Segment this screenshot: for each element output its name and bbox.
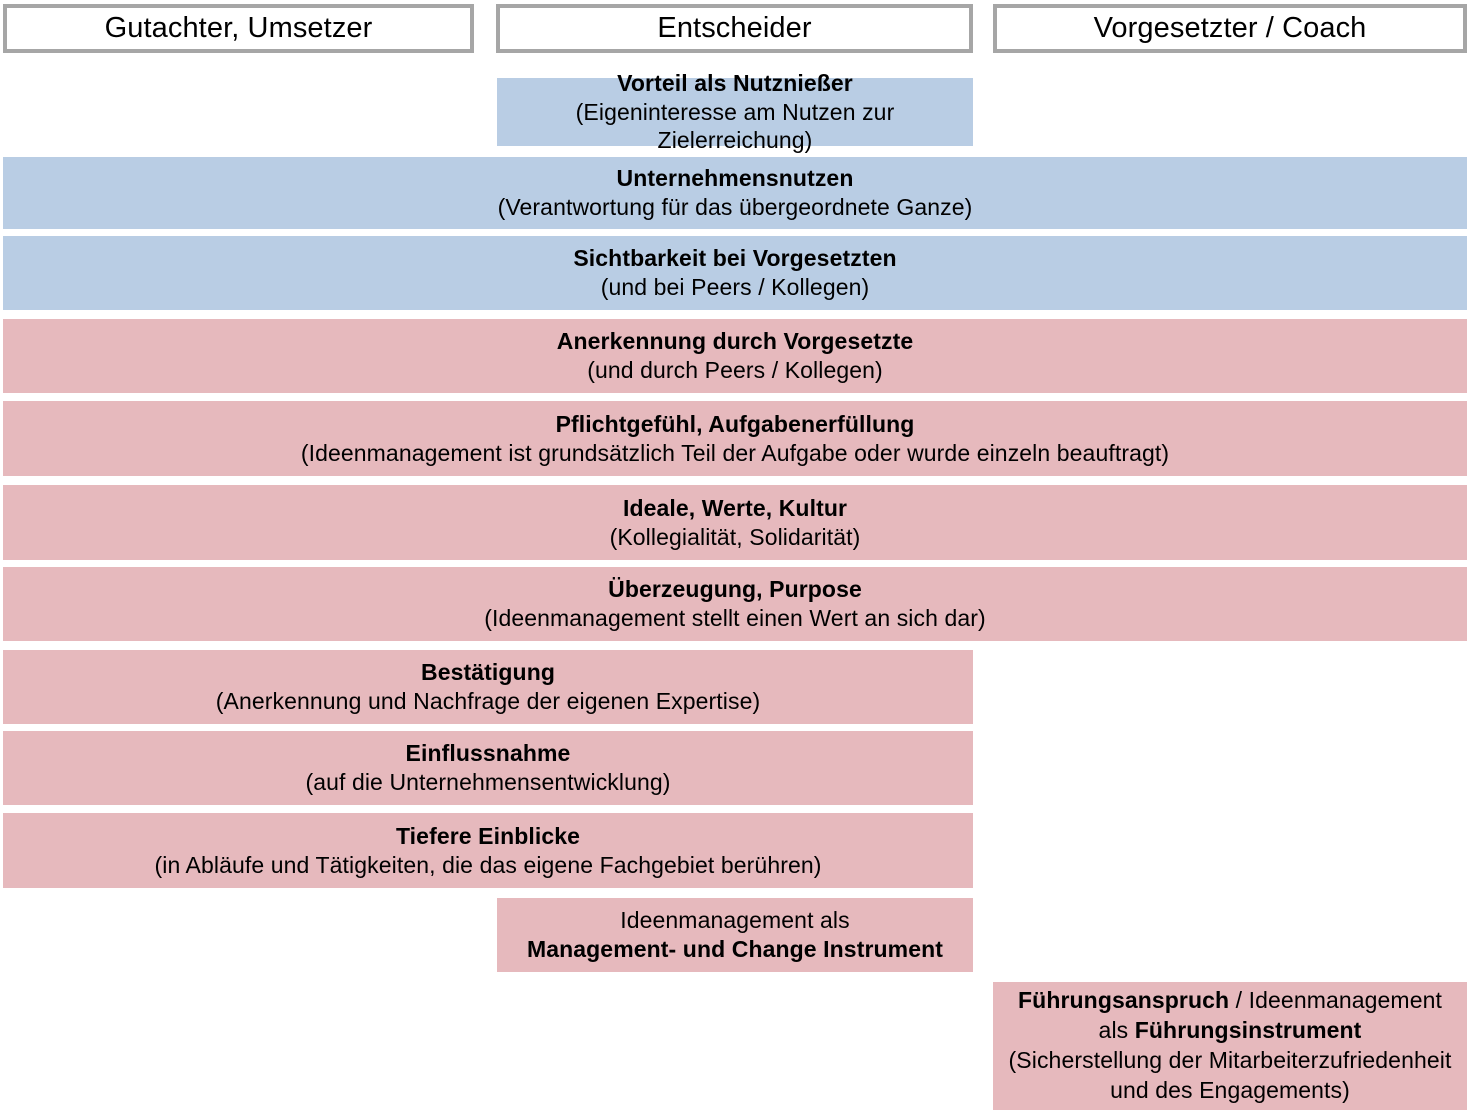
row-line-3: (Sicherstellung der Mitarbeiterzufrieden… — [1008, 1047, 1452, 1073]
row-subtitle: (auf die Unternehmensentwicklung) — [305, 769, 671, 795]
row-ideenmanagement-als-management-und-change-instrument: Ideenmanagement als Management- und Chan… — [497, 898, 973, 972]
row-einflussnahme: Einflussnahme (auf die Unternehmensentwi… — [3, 731, 973, 805]
row-ueberzeugung-purpose: Überzeugung, Purpose (Ideenmanagement st… — [3, 567, 1467, 641]
row-subtitle: (Kollegialität, Solidarität) — [609, 523, 861, 550]
row-title: Vorteil als Nutznießer — [617, 69, 853, 96]
row-line-4: und des Engagements) — [1110, 1076, 1350, 1103]
row-sichtbarkeit-bei-vorgesetzten: Sichtbarkeit bei Vorgesetzten (und bei P… — [3, 236, 1467, 310]
column-header-gutachter-umsetzer: Gutachter, Umsetzer — [3, 4, 474, 53]
row-subtitle: (und bei Peers / Kollegen) — [600, 274, 870, 300]
row-line-2: als Führungsinstrument — [1099, 1016, 1362, 1046]
row-tiefere-einblicke: Tiefere Einblicke (in Abläufe und Tätigk… — [3, 813, 973, 888]
row-line-2-bold: Führungsinstrument — [1134, 1017, 1362, 1044]
row-line-2-regular: als — [1098, 1017, 1135, 1044]
row-ideale-werte-kultur: Ideale, Werte, Kultur (Kollegialität, So… — [3, 485, 1467, 560]
row-line-1: Ideenmanagement als — [620, 907, 850, 934]
column-header-label: Vorgesetzter / Coach — [1093, 11, 1367, 44]
row-subtitle: (Eigeninteresse am Nutzen zur Zielerreic… — [575, 98, 895, 154]
row-subtitle: (Anerkennung und Nachfrage der eigenen E… — [215, 688, 761, 714]
row-subtitle: (und durch Peers / Kollegen) — [587, 357, 883, 383]
row-title: Einflussnahme — [405, 740, 571, 767]
row-bestaetigung: Bestätigung (Anerkennung und Nachfrage d… — [3, 650, 973, 724]
row-title: Ideale, Werte, Kultur — [622, 494, 848, 521]
row-line-1-regular: / Ideenmanagement — [1229, 987, 1442, 1014]
row-title: Überzeugung, Purpose — [608, 576, 862, 603]
column-header-label: Gutachter, Umsetzer — [104, 11, 373, 44]
row-title: Unternehmensnutzen — [616, 165, 854, 192]
row-subtitle: (Verantwortung für das übergeordnete Gan… — [497, 194, 973, 220]
row-title: Anerkennung durch Vorgesetzte — [556, 328, 914, 355]
row-line-1: Führungsanspruch / Ideenmanagement — [1018, 986, 1442, 1016]
row-line-1-bold: Führungsanspruch — [1018, 987, 1230, 1014]
column-header-vorgesetzter-coach: Vorgesetzter / Coach — [993, 4, 1467, 53]
row-fuehrungsanspruch: Führungsanspruch / Ideenmanagement als F… — [993, 982, 1467, 1110]
row-subtitle: (Ideenmanagement stellt einen Wert an si… — [484, 605, 986, 631]
row-title: Bestätigung — [421, 659, 555, 686]
row-title: Sichtbarkeit bei Vorgesetzten — [573, 245, 897, 272]
row-subtitle: (Ideenmanagement ist grundsätzlich Teil … — [300, 439, 1170, 466]
row-subtitle: (in Abläufe und Tätigkeiten, die das eig… — [154, 851, 822, 878]
row-pflichtgefuehl-aufgabenerfuellung: Pflichtgefühl, Aufgabenerfüllung (Ideenm… — [3, 401, 1467, 476]
row-title: Pflichtgefühl, Aufgabenerfüllung — [555, 410, 915, 437]
row-title: Tiefere Einblicke — [395, 822, 581, 849]
row-line-2: Management- und Change Instrument — [526, 936, 944, 962]
row-anerkennung-durch-vorgesetzte: Anerkennung durch Vorgesetzte (und durch… — [3, 319, 1467, 393]
column-header-entscheider: Entscheider — [496, 4, 973, 53]
row-unternehmensnutzen: Unternehmensnutzen (Verantwortung für da… — [3, 157, 1467, 229]
row-vorteil-als-nutzniesser: Vorteil als Nutznießer (Eigeninteresse a… — [497, 70, 973, 153]
column-header-label: Entscheider — [657, 11, 812, 44]
